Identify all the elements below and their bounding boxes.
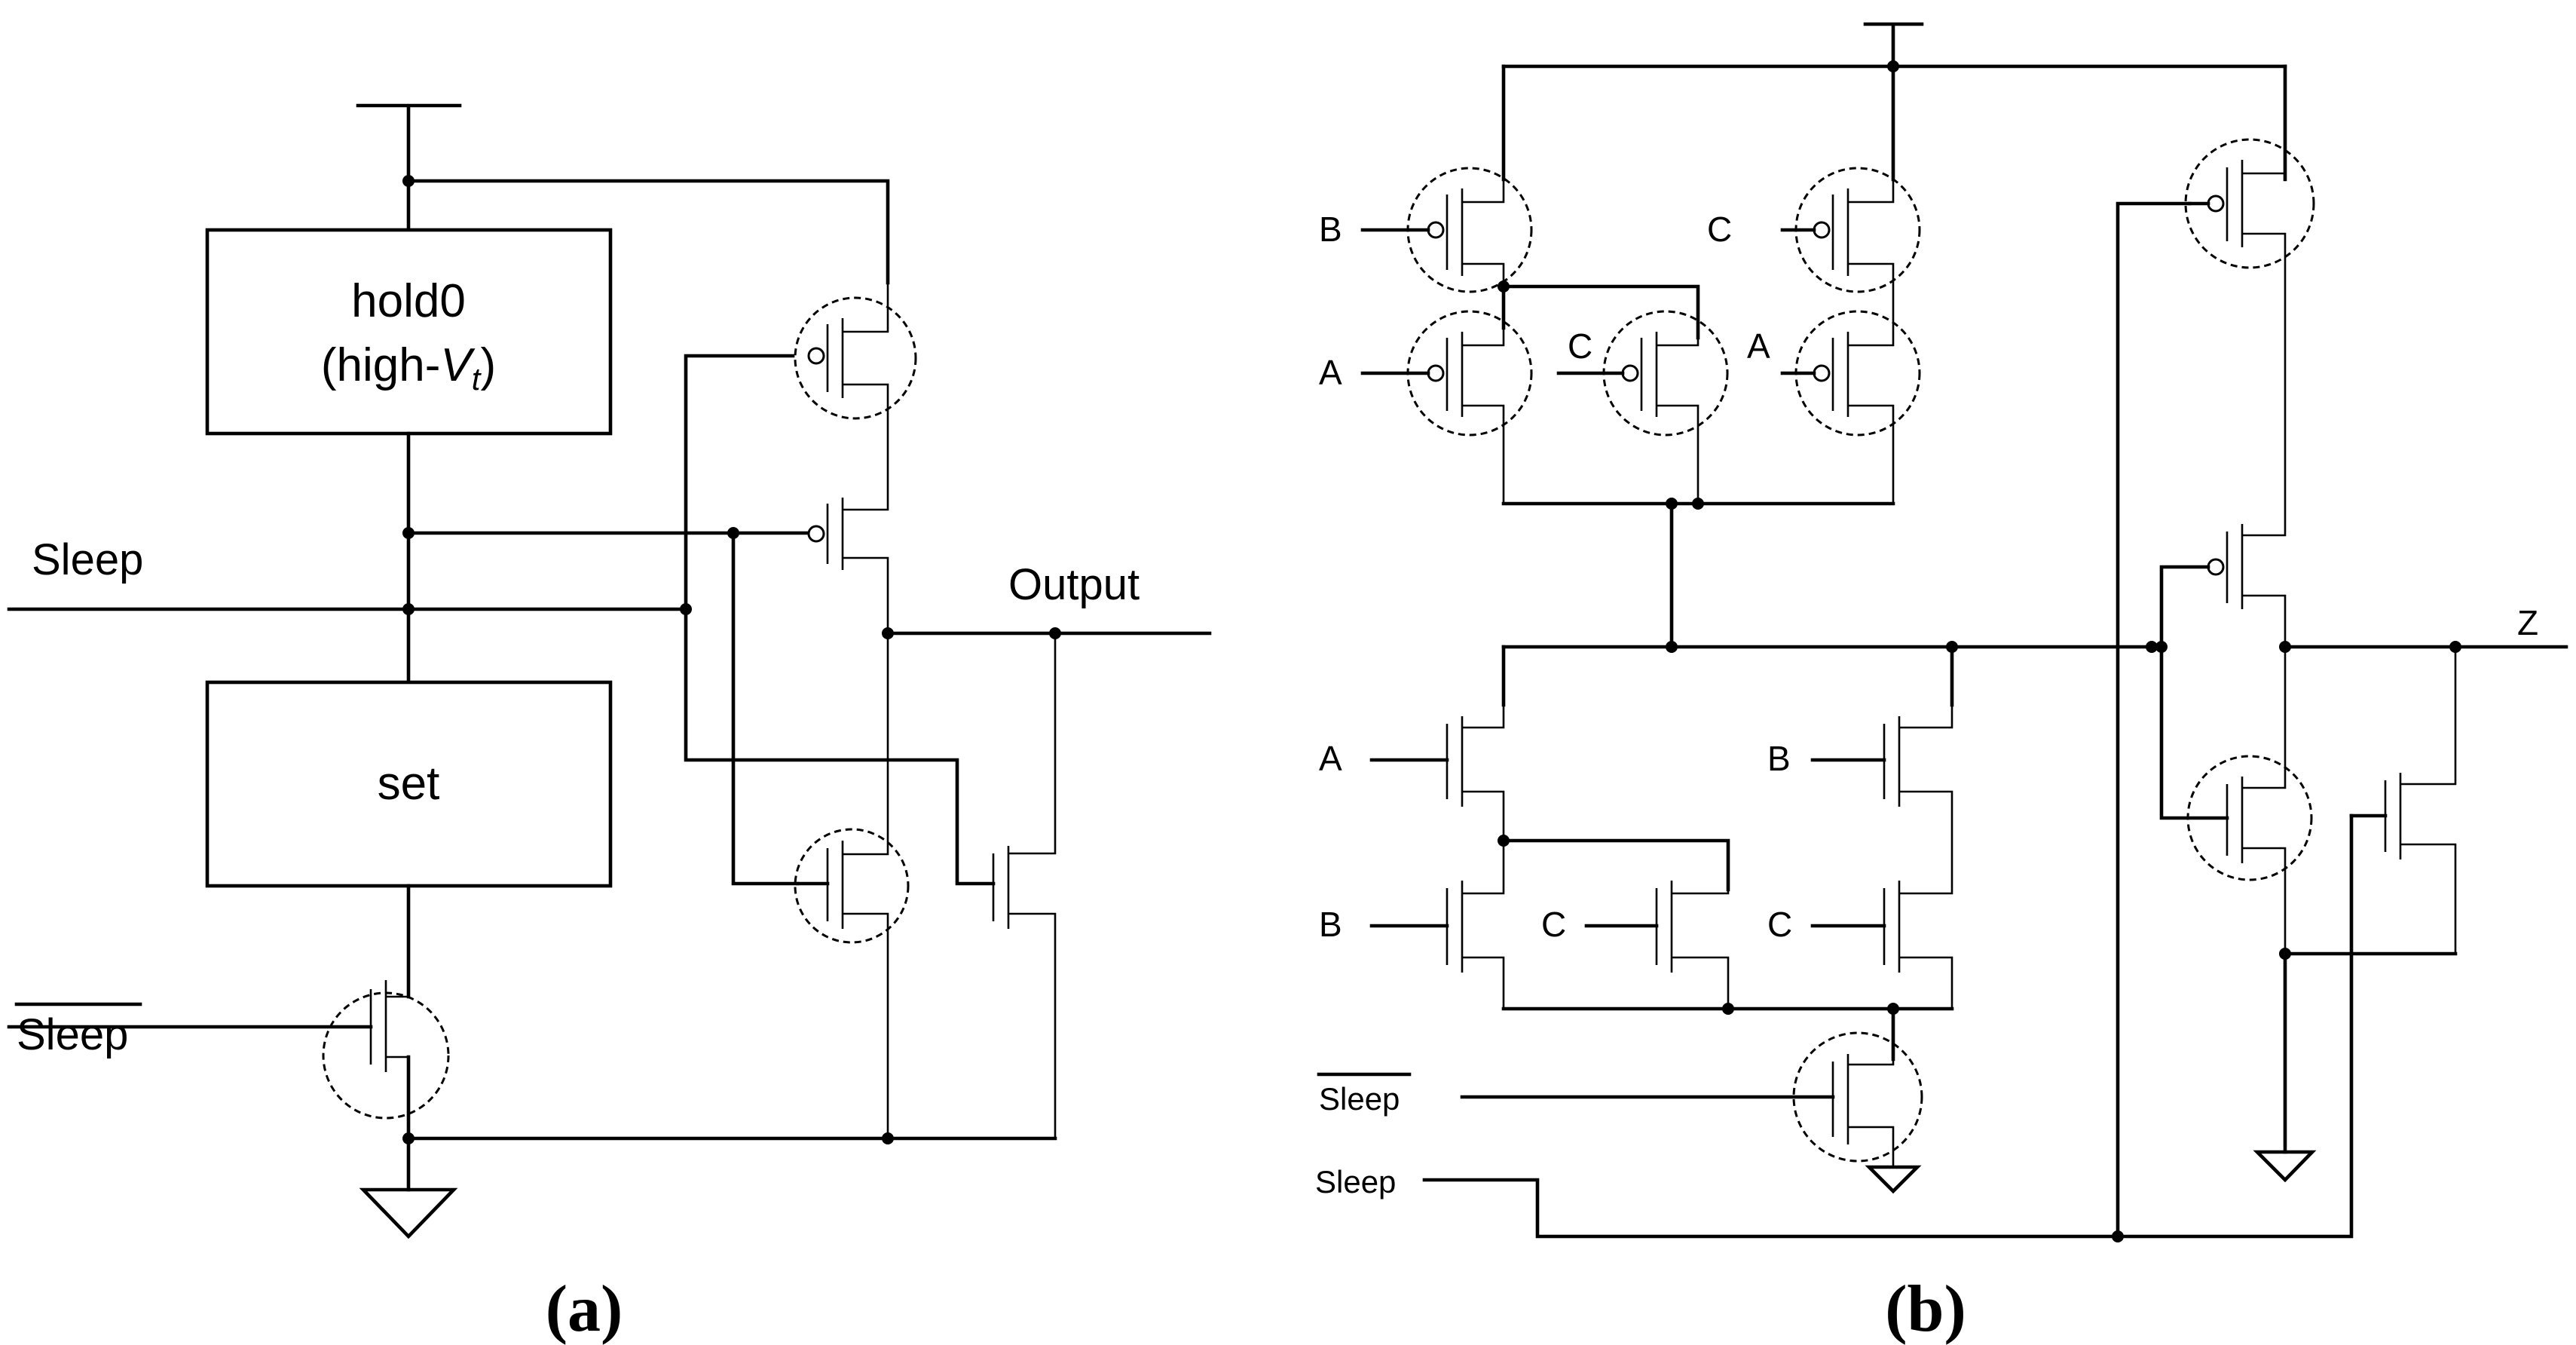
label-sleep-bar-b: Sleep bbox=[1319, 1081, 1400, 1117]
pmos1-a bbox=[826, 283, 889, 483]
ground-symbol-a bbox=[359, 1187, 458, 1239]
nmos-c-left-b bbox=[1655, 881, 1730, 1009]
pmos-b-highlight bbox=[1406, 167, 1533, 293]
pmos-c-top-highlight bbox=[1794, 167, 1921, 293]
label-pmos-b: B bbox=[1319, 210, 1342, 249]
pmos-c-top-b bbox=[1831, 179, 1895, 338]
output-label: Output bbox=[1008, 560, 1140, 609]
inverter-pmos-b bbox=[2226, 524, 2287, 784]
label-nmos-c-left: C bbox=[1541, 905, 1566, 944]
label-nmos-b-right: B bbox=[1767, 739, 1791, 778]
nmos2-a bbox=[992, 633, 1057, 1138]
nmos-c-right-b bbox=[1883, 881, 1953, 1009]
pmos-a-highlight bbox=[1406, 310, 1533, 437]
hold0-vt-label: (high-Vt) bbox=[321, 339, 496, 397]
sleep-bar-label-a: Sleep bbox=[17, 1010, 128, 1059]
pmos-c-mid-b bbox=[1640, 332, 1699, 504]
pmos-a-gate-b bbox=[1446, 328, 1505, 504]
pmos-header-b bbox=[2226, 160, 2287, 532]
nmos-b-right-b bbox=[1883, 705, 1953, 890]
set-label: set bbox=[378, 758, 440, 810]
label-pmos-c-top: C bbox=[1707, 210, 1732, 249]
vdd-symbol-b bbox=[1863, 22, 1924, 69]
sleep-line-b bbox=[1422, 813, 2354, 1239]
label-nmos-a: A bbox=[1319, 739, 1342, 778]
hold0-block bbox=[205, 228, 613, 436]
pmos1-highlight-a bbox=[794, 296, 917, 420]
pmos-header-highlight bbox=[2184, 138, 2315, 269]
ground-symbol-b2 bbox=[2253, 1150, 2317, 1183]
footer-highlight-b bbox=[1792, 1031, 1923, 1163]
label-sleep-b: Sleep bbox=[1315, 1164, 1396, 1199]
label-pmos-c-mid: C bbox=[1568, 326, 1592, 366]
wire-vdd-top-a bbox=[406, 179, 890, 285]
caption-b: (b) bbox=[1885, 1273, 1966, 1345]
pmos-a-right-b bbox=[1831, 332, 1895, 504]
nmos1-a bbox=[826, 633, 889, 1138]
pmos-c-mid-highlight bbox=[1602, 310, 1729, 437]
inverter-nmos-highlight bbox=[2186, 755, 2313, 881]
label-pmos-a: A bbox=[1319, 353, 1342, 392]
ground-symbol-b1 bbox=[1865, 1165, 1922, 1194]
label-nmos-b-left: B bbox=[1319, 905, 1342, 944]
sleep-label-a: Sleep bbox=[32, 535, 143, 584]
pmos2-a bbox=[826, 483, 889, 633]
keeper-nmos-b bbox=[2384, 647, 2457, 954]
panel-b: B A C C A bbox=[1315, 22, 2568, 1345]
nmos1-highlight-a bbox=[794, 828, 910, 944]
footer-nmos-b bbox=[1831, 1054, 1895, 1167]
hold0-label: hold0 bbox=[351, 275, 466, 327]
pmos-a-right-highlight bbox=[1794, 310, 1921, 437]
label-output-z: Z bbox=[2517, 603, 2538, 642]
label-nmos-c-right: C bbox=[1767, 905, 1792, 944]
panel-a: hold0 (high-Vt) Sleep set Sleep bbox=[7, 103, 1212, 1345]
vdd-symbol-a bbox=[356, 103, 462, 232]
label-pmos-a-right: A bbox=[1747, 326, 1770, 366]
set-block bbox=[205, 680, 613, 888]
nmos-a-b bbox=[1446, 705, 1505, 841]
inverter-nmos-b bbox=[2226, 777, 2287, 954]
caption-a: (a) bbox=[546, 1273, 623, 1345]
pmos-b-gate-b bbox=[1446, 179, 1505, 286]
nmos-b-left-b bbox=[1446, 841, 1505, 1009]
footer-highlight-a bbox=[322, 991, 450, 1120]
